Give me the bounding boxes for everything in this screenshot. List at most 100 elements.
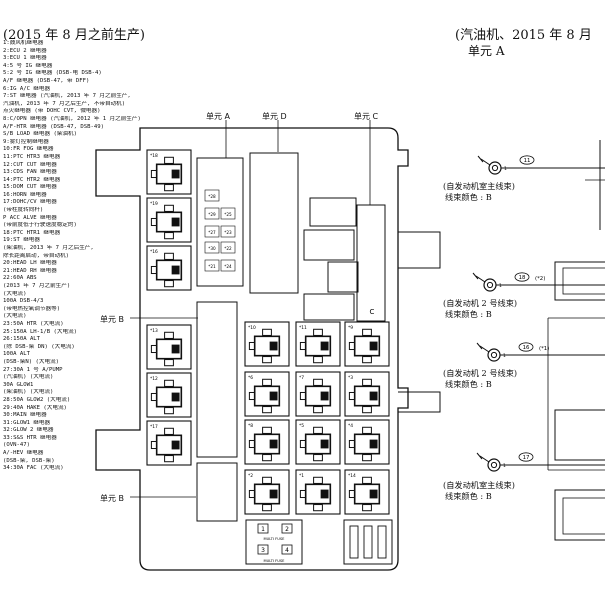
unit-c-block	[356, 204, 386, 322]
relay-socket: *9	[344, 321, 390, 367]
legend-row: (汽油机) (大电流)	[3, 374, 54, 381]
legend-row: A/F-HTR 继电器 (DSB-47, DSB-49)	[3, 123, 104, 130]
relay-socket: *19	[146, 197, 192, 243]
legend-row: 20:HEAD LH 继电器	[3, 260, 57, 267]
multi-fuse-cell-4: 4	[285, 547, 289, 554]
connector-number: 16	[523, 345, 530, 351]
relay-socket: *5	[295, 419, 341, 465]
legend-row: 100A ALT	[3, 351, 30, 358]
relay-code: *11	[299, 325, 307, 331]
connector-note: (*1)	[539, 346, 549, 352]
harness-connector: 111	[477, 155, 605, 175]
unit-a-fuse-slot	[204, 259, 220, 272]
svg-text:1: 1	[499, 283, 502, 289]
relay-code: *18	[150, 153, 158, 159]
relay-code: *17	[150, 424, 158, 430]
legend-row: 1:鼓风机继电器	[3, 40, 44, 46]
relay-socket: *3	[344, 371, 390, 417]
legend-row: 14:PTC HTR2 继电器	[3, 176, 61, 183]
relay-socket: *6	[244, 371, 290, 417]
unit-a-fuse-slot	[204, 189, 220, 202]
relay-socket: *7	[295, 371, 341, 417]
connector-harness-color: 线束颜色 : B	[445, 309, 492, 319]
unit-a-fuse-code: *28	[208, 194, 216, 199]
legend-row: 25:150A LH-1/B (大电流)	[3, 328, 78, 335]
multi-fuse-box	[245, 519, 303, 565]
connector-source: (自发动机室主线束)	[443, 181, 515, 191]
connector-note: (*2)	[535, 276, 545, 282]
unit-a-fuse-code: *25	[224, 212, 232, 217]
legend-row: (除 DSB-柴 DN) (大电流)	[3, 343, 75, 350]
relay-code: *1	[299, 473, 304, 479]
legend-row: 27:30A 1 号 A/PUMP	[3, 366, 63, 373]
relay-socket: *14	[344, 469, 390, 515]
legend-row: 12:CUT CUT 继电器	[3, 161, 57, 168]
connector-number: 17	[523, 455, 530, 461]
relay-code: *14	[348, 473, 356, 479]
relay-code: *7	[299, 375, 304, 381]
unit-c-mark: C	[370, 308, 375, 316]
legend-row: 除长距离启动, 带自动机)	[3, 252, 70, 259]
legend-row: 22:60A ABS	[3, 275, 37, 282]
unit-a-fuse-slot	[220, 207, 236, 220]
legend-row: (大电流)	[3, 313, 27, 320]
legend-row: A/F 继电器 (DSB-47, 带 DFF)	[3, 77, 90, 84]
legend-row: 21:HEAD RH 继电器	[3, 267, 57, 274]
label-unit-c: 单元 C	[354, 112, 379, 121]
legend-row: (2013 年 7 月之前生产)	[3, 283, 71, 289]
unit-b-block-upper	[196, 301, 238, 458]
relay-code: *12	[150, 376, 158, 382]
unit-a-fuse-slot	[220, 241, 236, 254]
multi-fuse-caption-bottom: MULTI FUSE	[264, 559, 286, 563]
unit-a-fuse-code: *29	[208, 212, 216, 217]
relay-socket: *10	[244, 321, 290, 367]
legend-row: 8:C/OPN 继电器 (汽油机, 2012 年 1 月之前生产)	[3, 115, 141, 122]
connector-number: 11	[524, 158, 531, 164]
legend-row: 10:FR FOG 继电器	[3, 146, 54, 153]
relay-socket: *2	[244, 469, 290, 515]
connector-number: 18	[519, 275, 526, 281]
legend-row: 2:ECU 2 继电器	[3, 47, 47, 54]
relay-code: *4	[348, 423, 353, 429]
multi-fuse-cell-2: 2	[285, 526, 289, 533]
unit-a-fuse-code: *22	[224, 246, 232, 251]
legend-row: 11:PTC HTR3 继电器	[3, 153, 61, 160]
legend-row: 31:GLOW1 继电器	[3, 419, 51, 426]
relay-code: *8	[248, 423, 253, 429]
unit-b-block-lower	[196, 462, 238, 522]
legend-row: 点火继电器 (带 DOHC CVT, 微电器)	[3, 108, 101, 115]
relay-code: *5	[299, 423, 304, 429]
relay-code: *9	[348, 325, 353, 331]
unit-a-fuse-slot	[220, 225, 236, 238]
legend-row: 23:50A HTR (大电流)	[3, 320, 64, 327]
relay-socket: *8	[244, 419, 290, 465]
unit-a-fuse-slot	[204, 225, 220, 238]
relay-code: *6	[248, 375, 253, 381]
harness-connector: 117	[476, 452, 605, 472]
relay-socket: *13	[146, 324, 192, 370]
relay-socket: *16	[146, 245, 192, 291]
legend-row: 3:ECU 1 继电器	[3, 55, 47, 62]
legend-row: 18:PTC HTR1 继电器	[3, 229, 61, 236]
legend-row: 6:IG A/C 继电器	[3, 85, 51, 92]
svg-text:1: 1	[503, 353, 506, 359]
legend-row: (带前度低于行驶速度稳定的)	[3, 222, 77, 229]
relay-code: *2	[248, 473, 253, 479]
legend-row: 9:雾灯控制继电器	[3, 138, 49, 145]
legend-row: 汽油机, 2013 年 7 月之后生产, 不带自动机)	[3, 100, 126, 107]
unit-a-fuse-code: *30	[208, 246, 216, 251]
legend-row: 13:CDS FAN 继电器	[3, 169, 57, 176]
relay-code: *13	[150, 328, 158, 334]
unit-a-fuse-code: *21	[208, 264, 216, 269]
relay-socket: *12	[146, 372, 192, 418]
legend-row: (柴油机, 2013 年 7 月之后生产,	[3, 245, 94, 252]
legend-row: 28:50A GLOW2 (大电流)	[3, 396, 71, 403]
connector-caption: (自发动机室主线束)线束颜色 : B	[443, 181, 515, 203]
connector-harness-color: 线束颜色 : B	[445, 379, 492, 389]
legend-row: 26:150A ALT	[3, 336, 41, 343]
label-unit-b-lower: 单元 B	[100, 494, 125, 503]
legend-row: (带电热控氧调节器等)	[3, 305, 61, 312]
connector-caption: (自发动机室主线束)线束颜色 : B	[443, 480, 515, 502]
right-title: (汽油机、2015 年 8 月	[455, 28, 592, 43]
